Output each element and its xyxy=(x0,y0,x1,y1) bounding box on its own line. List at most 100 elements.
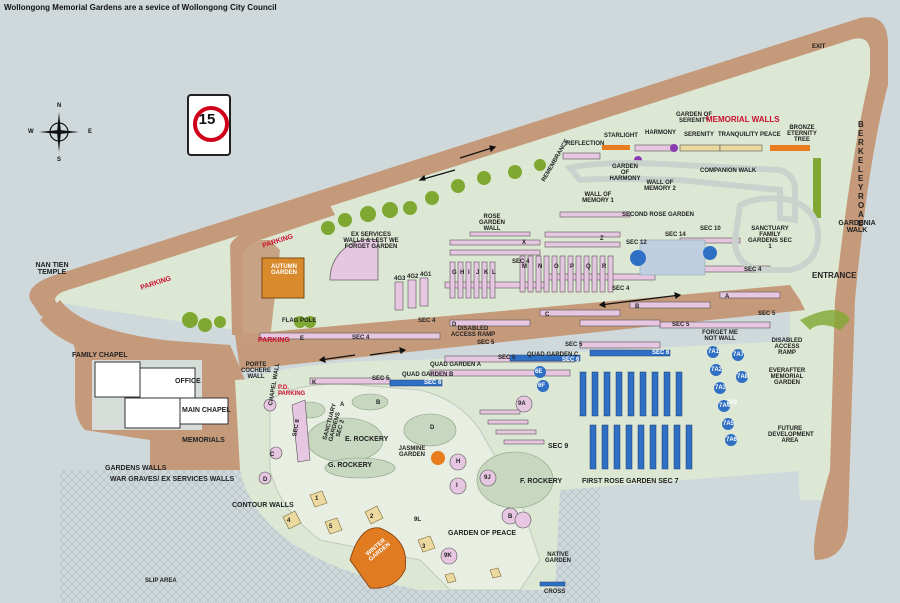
starlight-label: STARLIGHT xyxy=(604,133,638,139)
speed-limit-value: 15 xyxy=(198,111,216,128)
rose-circle-left xyxy=(630,250,646,266)
rose-circle-right xyxy=(703,246,717,260)
row-letter: A xyxy=(725,294,730,300)
row-letter: K xyxy=(312,380,317,386)
plot-code: 9J xyxy=(484,475,491,481)
sec-label: SEC 12 xyxy=(626,240,647,246)
sec-label: SEC 4 xyxy=(744,267,762,273)
future-development-label: FUTURE DEVELOPMENT AREA xyxy=(768,426,814,444)
plot-code: 7A3 xyxy=(715,385,727,391)
garden-of-serenity-label: GARDEN OF SERENITY xyxy=(676,112,712,124)
rockery-letter: B xyxy=(376,400,381,406)
parking-loop xyxy=(230,205,335,335)
row-letter: K xyxy=(484,270,489,276)
second-rose-garden-plot xyxy=(639,239,706,276)
exit-label: EXIT xyxy=(812,44,826,50)
plot-code: 4G2 xyxy=(407,274,419,280)
autumn-garden-building xyxy=(261,257,305,299)
office-label: OFFICE xyxy=(175,378,201,385)
nan-tien-temple-label: NAN TIEN TEMPLE xyxy=(35,262,69,276)
plot-code: 4G3 xyxy=(394,276,406,282)
row-letter: O xyxy=(554,264,559,270)
peace-label: PEACE xyxy=(760,132,781,138)
pink-walls-upper xyxy=(259,211,781,340)
compass-n: N xyxy=(57,103,62,109)
autumn-garden-label: AUTUMN GARDEN xyxy=(270,264,297,276)
quad-garden-b-label: QUAD GARDEN B xyxy=(402,372,454,378)
blue-walls xyxy=(389,349,693,587)
sec8-strip xyxy=(291,399,311,463)
bronze-eternity-tree-label: BRONZE ETERNITY TREE xyxy=(787,125,817,143)
g-rockery-label: G. ROCKERY xyxy=(328,462,373,469)
tranquility-label: TRANQUILITY xyxy=(718,132,759,138)
parking-label-3: PARKING xyxy=(258,337,290,344)
companion-walk-path xyxy=(564,160,798,224)
sec-label: SEC 4 xyxy=(612,286,630,292)
compass-s: S xyxy=(57,157,62,163)
contour-number: 1 xyxy=(315,496,319,502)
rockery-letter: D xyxy=(263,477,268,483)
council-header: Wollongong Memorial Gardens are a sevice… xyxy=(4,3,277,12)
winter-garden-shape xyxy=(349,527,407,589)
garden-of-peace-label: GARDEN OF PEACE xyxy=(448,530,517,537)
flag-pole-label: FLAG POLE xyxy=(282,318,317,324)
contour-number: 2 xyxy=(370,514,374,520)
wall-of-memory-2-label: WALL OF MEMORY 2 xyxy=(644,180,676,192)
parking-label-4: P.D. PARKING xyxy=(278,385,306,397)
plot-code: 9L xyxy=(414,517,422,523)
f-rockery-label: F. ROCKERY xyxy=(520,478,563,485)
gardenia-walk-label: GARDENIA WALK xyxy=(838,220,876,234)
chapel-annex xyxy=(124,397,181,429)
row-letter: X xyxy=(522,240,527,246)
sec9-label: SEC 9 xyxy=(548,443,569,450)
row-letter: E xyxy=(300,336,305,342)
plot-code: 7A9 xyxy=(726,400,738,406)
direction-arrow-icon xyxy=(318,145,682,363)
cross-label: CROSS xyxy=(544,589,566,595)
compass-w: W xyxy=(28,129,34,135)
rose-garden-wall-label: ROSE GARDEN WALL xyxy=(478,214,505,232)
row-letter: N xyxy=(538,264,543,270)
rockery-letter: B xyxy=(508,514,513,520)
sec-label: SEC 5 xyxy=(758,311,776,317)
e-rockery-label: E. ROCKERY xyxy=(345,436,389,443)
plot-code: 7A6 xyxy=(726,437,738,443)
ex-services-label: EX SERVICES WALLS & LEST WE FORGET GARDE… xyxy=(343,232,399,250)
rockery-letter: D xyxy=(430,425,435,431)
native-garden-label: NATIVE GARDEN xyxy=(544,552,571,564)
hedge-right xyxy=(800,310,850,330)
sec-label: SEC 4 xyxy=(352,335,370,341)
sec-label: SEC 5 xyxy=(372,376,390,382)
plot-code: 7A5 xyxy=(723,421,735,427)
first-rose-garden-label: FIRST ROSE GARDEN SEC 7 xyxy=(582,478,679,485)
contour-walls xyxy=(282,490,502,584)
sec-label: SEC 5 xyxy=(477,340,495,346)
garden-of-harmony-label: GARDEN OF HARMONY xyxy=(609,164,641,182)
rockery-letter: I xyxy=(456,483,458,489)
quad-garden-a-label: QUAD GARDEN A xyxy=(430,362,482,368)
sec-label: SEC 6 xyxy=(562,357,580,363)
plot-code: 9A xyxy=(518,401,526,407)
contour-number: 5 xyxy=(329,524,333,530)
jasmine-garden-label: JASMINE GARDEN xyxy=(398,446,426,458)
row-letter: I xyxy=(468,270,470,276)
plot-code: 6E xyxy=(535,369,543,375)
chapel-garden-strip xyxy=(235,378,270,470)
porte-cochere-label: PORTE COCHERE WALL xyxy=(240,362,271,380)
row-letter: Z xyxy=(600,236,604,242)
rockery-letter: C xyxy=(270,452,275,458)
sec-label: SEC 4 xyxy=(512,259,530,265)
row-letter: H xyxy=(460,270,465,276)
plot-code: 9K xyxy=(444,553,452,559)
plot-code: 6F xyxy=(538,383,546,389)
berkeley-road-label: BERKELEY ROAD xyxy=(858,120,865,228)
sanctuary-loop xyxy=(731,195,822,273)
ex-services-semicircle xyxy=(329,238,379,281)
row-letter: B xyxy=(635,304,640,310)
row-letter: Q xyxy=(586,264,591,270)
harmony-label: HARMONY xyxy=(645,130,676,136)
pink-plots xyxy=(258,395,533,565)
plot-code: 7A4 xyxy=(719,403,731,409)
row-letter: M xyxy=(522,264,527,270)
